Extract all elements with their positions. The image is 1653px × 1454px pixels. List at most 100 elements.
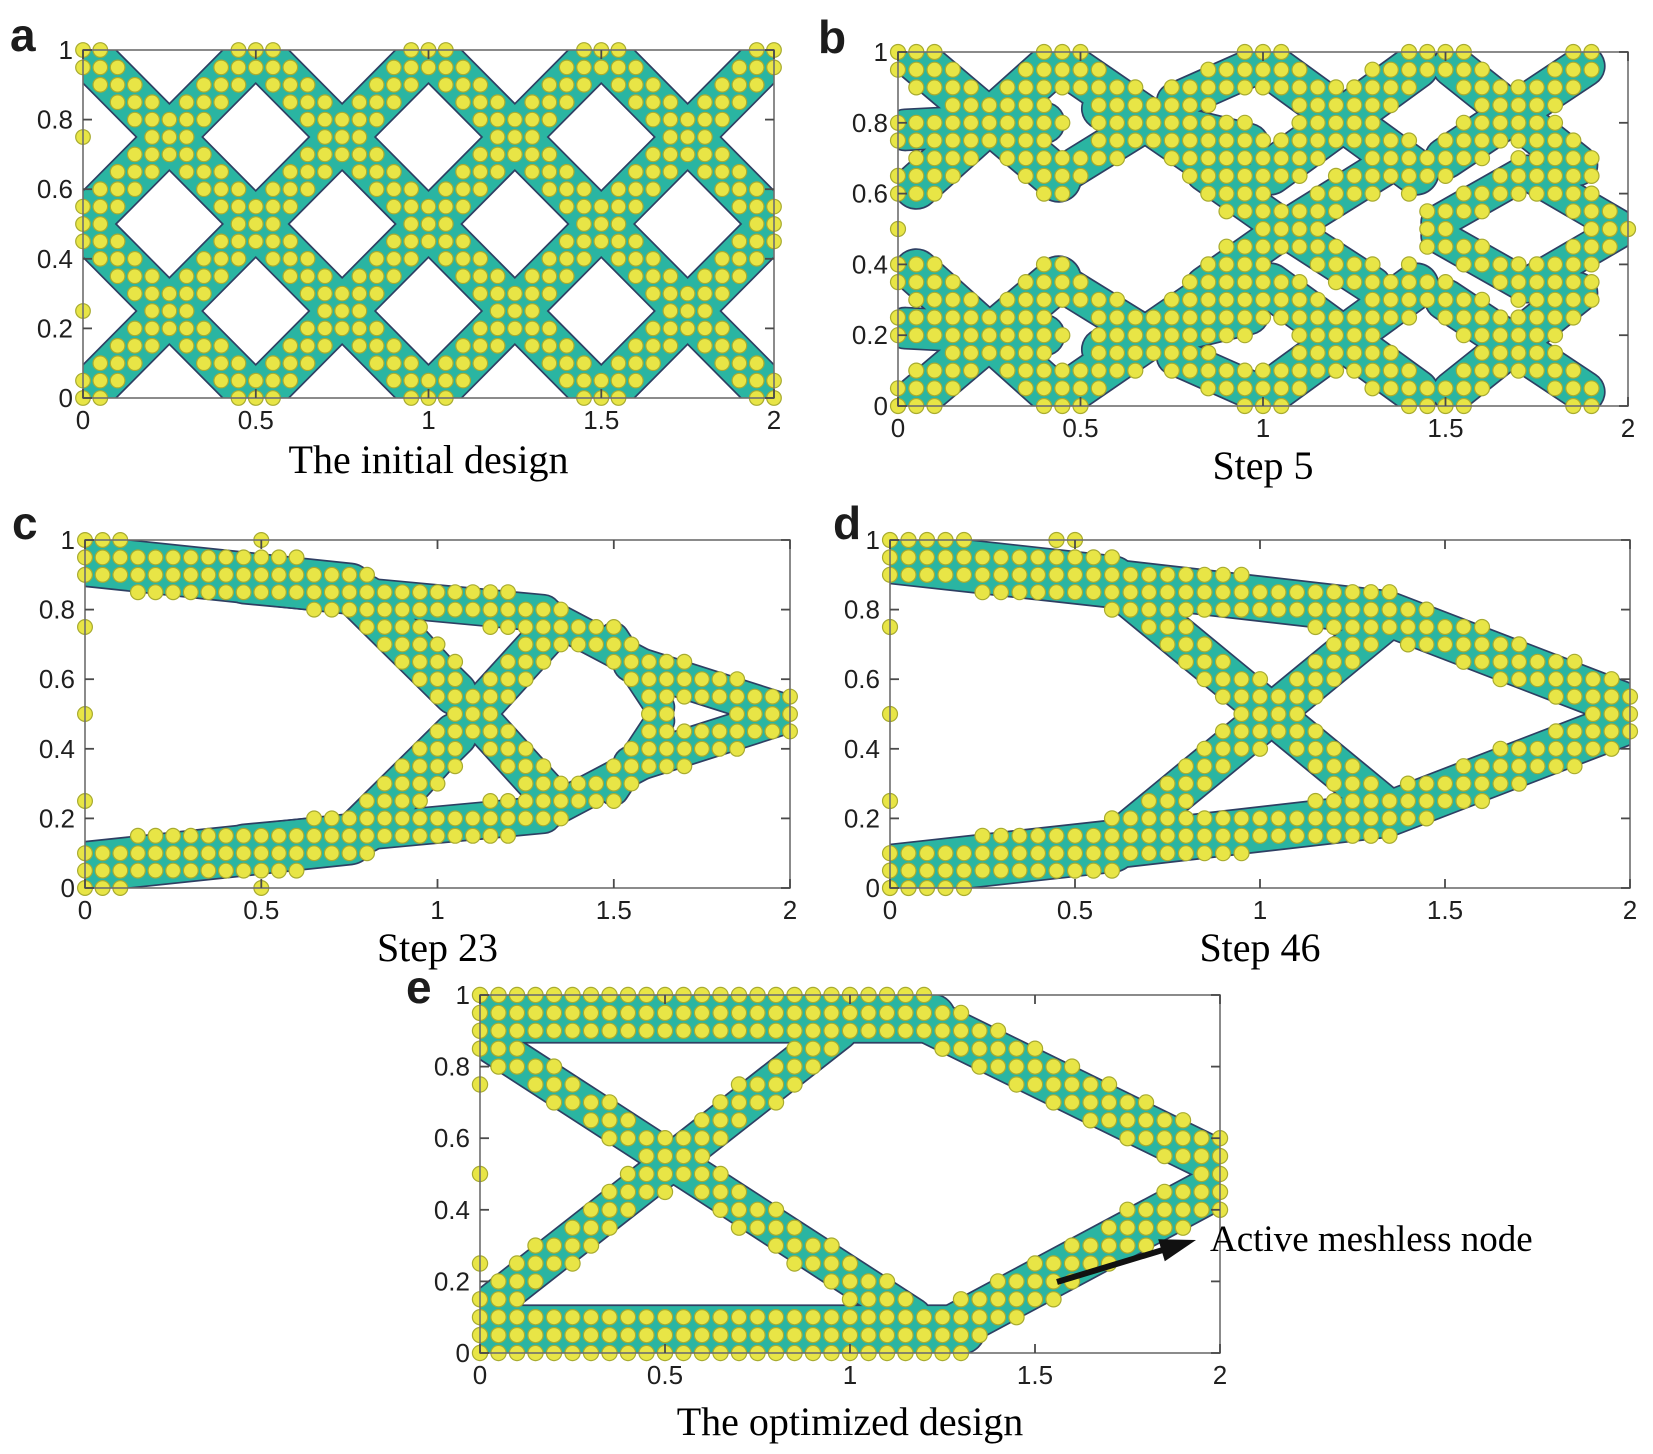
meshless-node	[541, 181, 558, 198]
meshless-node	[1437, 274, 1454, 291]
meshless-node	[1181, 327, 1199, 344]
meshless-node	[1017, 291, 1034, 308]
meshless-node	[1193, 1165, 1210, 1183]
meshless-node	[711, 688, 728, 705]
meshless-node	[645, 163, 661, 180]
meshless-node	[1214, 740, 1232, 757]
meshless-node	[195, 355, 212, 372]
meshless-node	[1473, 618, 1491, 636]
meshless-node	[1492, 274, 1509, 291]
meshless-node	[1344, 636, 1361, 653]
meshless-node	[490, 1273, 507, 1290]
meshless-node	[1140, 792, 1158, 810]
meshless-node	[182, 566, 199, 583]
meshless-node	[1382, 274, 1399, 291]
meshless-node	[627, 233, 644, 250]
meshless-node	[974, 566, 991, 583]
meshless-node	[109, 250, 126, 267]
meshless-node	[1119, 1112, 1136, 1129]
meshless-node	[129, 566, 146, 583]
meshless-node	[570, 775, 587, 792]
meshless-node	[195, 285, 212, 302]
meshless-node	[490, 1022, 507, 1040]
meshless-node	[195, 320, 212, 337]
meshless-node	[908, 274, 925, 291]
meshless-node	[464, 706, 481, 723]
meshless-node	[934, 1309, 951, 1326]
meshless-node	[640, 723, 657, 740]
meshless-node	[1528, 96, 1545, 114]
y-tick-label: 0.4	[844, 734, 880, 764]
meshless-node	[1547, 688, 1565, 705]
meshless-node	[662, 111, 679, 128]
meshless-node	[714, 355, 731, 372]
meshless-node	[662, 303, 679, 319]
meshless-node	[1362, 601, 1380, 618]
meshless-node	[489, 320, 506, 337]
meshless-node	[341, 584, 358, 601]
meshless-node	[1291, 96, 1308, 114]
meshless-node	[182, 845, 199, 862]
meshless-node	[926, 132, 943, 149]
meshless-node	[552, 618, 569, 635]
meshless-node	[1045, 1058, 1062, 1075]
meshless-node	[1346, 185, 1363, 202]
axis-box	[84, 539, 791, 889]
meshless-node	[386, 233, 402, 250]
meshless-node	[1547, 653, 1565, 670]
meshless-node	[1163, 327, 1180, 344]
meshless-node	[230, 76, 247, 93]
meshless-node	[1181, 291, 1199, 308]
meshless-node	[786, 1076, 803, 1093]
meshless-node	[1364, 291, 1381, 308]
meshless-node	[411, 636, 428, 653]
meshless-node	[403, 59, 420, 76]
meshless-node	[675, 1309, 692, 1326]
meshless-node	[1546, 167, 1564, 184]
meshless-node	[1174, 1129, 1192, 1147]
meshless-node	[472, 268, 489, 285]
meshless-node	[623, 775, 640, 792]
meshless-node	[729, 688, 746, 705]
meshless-node	[1546, 132, 1564, 149]
meshless-node	[1163, 291, 1180, 308]
meshless-node	[564, 1237, 581, 1254]
meshless-node	[1565, 362, 1582, 379]
meshless-node	[638, 1004, 655, 1022]
meshless-node	[1325, 618, 1343, 636]
meshless-node	[767, 1076, 785, 1093]
meshless-node	[1254, 150, 1272, 167]
meshless-node	[1566, 653, 1583, 670]
meshless-node	[952, 1326, 970, 1344]
meshless-node	[1196, 566, 1213, 583]
meshless-node	[517, 618, 534, 635]
meshless-node	[178, 163, 195, 180]
meshless-node	[656, 1183, 674, 1201]
meshless-node	[944, 114, 961, 131]
meshless-node	[524, 111, 541, 128]
meshless-node	[1181, 362, 1199, 379]
meshless-node	[974, 862, 991, 879]
meshless-node	[714, 320, 731, 337]
meshless-node	[195, 268, 212, 285]
meshless-node	[1085, 566, 1102, 583]
meshless-node	[748, 59, 765, 76]
meshless-node	[1196, 740, 1213, 757]
meshless-node	[712, 1183, 729, 1201]
meshless-node	[1140, 845, 1158, 862]
meshless-node	[429, 740, 446, 757]
y-tick-label: 0.6	[844, 664, 880, 694]
y-tick-label: 0.2	[844, 803, 880, 833]
meshless-node	[1436, 636, 1454, 653]
meshless-node	[1273, 274, 1290, 291]
meshless-node	[420, 372, 437, 389]
meshless-node	[317, 163, 333, 180]
meshless-node	[299, 337, 316, 354]
meshless-node	[1063, 1273, 1081, 1290]
meshless-node	[182, 862, 199, 879]
meshless-node	[411, 584, 428, 601]
meshless-node	[576, 355, 592, 372]
meshless-node	[1140, 584, 1158, 601]
meshless-node	[447, 688, 464, 705]
meshless-node	[317, 129, 333, 145]
